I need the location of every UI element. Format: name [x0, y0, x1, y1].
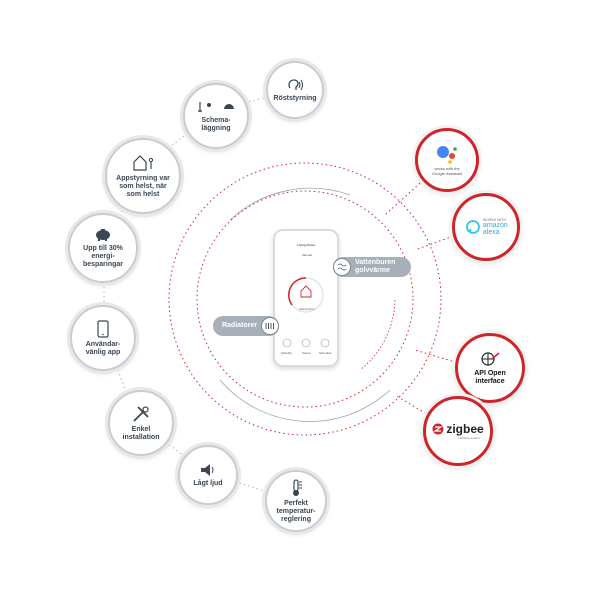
voice-control-icon [288, 78, 303, 90]
feature-voice: Röststyrning [266, 61, 324, 119]
phone-room: Living Room [297, 243, 316, 247]
feature-userfriendly-label: Användar-vänlig app [85, 340, 121, 356]
radiator-label: Radiatorer [221, 322, 257, 329]
phone-target: Ahead 22.0 [299, 307, 315, 311]
piggy-bank-icon [96, 228, 110, 241]
phone-mockup: Living Room Manual Ahead 22.0 Standby Pa… [273, 229, 339, 367]
alexa-icon [466, 220, 480, 234]
feature-temp-label: Perfekt temperatur-reglering [276, 499, 316, 523]
zigbee-sub: certified product [458, 436, 480, 440]
feature-app: Appstyrning var som helst, när som helst [105, 138, 181, 214]
feature-quiet: Lågt ljud [178, 445, 238, 505]
temperature-dial [288, 277, 324, 313]
floor-heating-label: Vattenburen golvvärme [355, 259, 396, 274]
feature-app-label: Appstyrning var som helst, när som helst [116, 174, 170, 198]
remote-home-icon [133, 154, 154, 171]
integration-zigbee: zigbee certified product [423, 396, 493, 466]
floor-heating-tag: Vattenburen golvvärme [333, 257, 411, 277]
feature-quiet-label: Lågt ljud [193, 479, 223, 487]
feature-schedule: Schema-läggning [183, 83, 249, 149]
integration-api: API Open interface [455, 333, 525, 403]
phone-mode: Manual [302, 253, 312, 257]
google-line2: Google Assistant [431, 171, 463, 176]
feature-schedule-label: Schema-läggning [201, 116, 231, 132]
thermometer-icon [293, 478, 302, 496]
phone-btn1: Standby [281, 351, 293, 355]
alexa-top: WORKS WITH [482, 218, 507, 222]
alexa-name: amazon alexa [482, 222, 508, 236]
api-label: API Open interface [474, 369, 506, 385]
integration-alexa: WORKS WITH amazon alexa [452, 193, 520, 261]
radiator-tag: Radiatorer [213, 316, 279, 336]
feature-install-label: Enkel installation [122, 425, 160, 441]
feature-voice-label: Röststyrning [273, 94, 317, 102]
feature-savings-label: Upp till 30% energi-besparingar [82, 244, 124, 268]
integration-google: works with the Google Assistant [415, 128, 479, 192]
phone-btn3: Schedule [319, 351, 332, 355]
phone-btn2: Pause [302, 351, 311, 355]
feature-install: Enkel installation [108, 390, 174, 456]
google-assistant-icon [437, 146, 457, 164]
feature-savings: Upp till 30% energi-besparingar [68, 213, 138, 283]
zigbee-label: zigbee [446, 422, 484, 436]
speaker-icon [201, 463, 214, 476]
floor-heating-icon [333, 258, 351, 276]
tools-icon [133, 405, 149, 422]
phone-buttons [282, 338, 330, 348]
api-icon [481, 351, 500, 366]
smartphone-icon [97, 319, 109, 338]
google-line1: works with the [434, 166, 460, 171]
feature-userfriendly: Användar-vänlig app [70, 305, 136, 371]
schedule-sun-moon-icon [198, 101, 234, 112]
zigbee-icon [432, 423, 444, 435]
feature-temp: Perfekt temperatur-reglering [265, 470, 327, 532]
radiator-icon [261, 317, 279, 335]
